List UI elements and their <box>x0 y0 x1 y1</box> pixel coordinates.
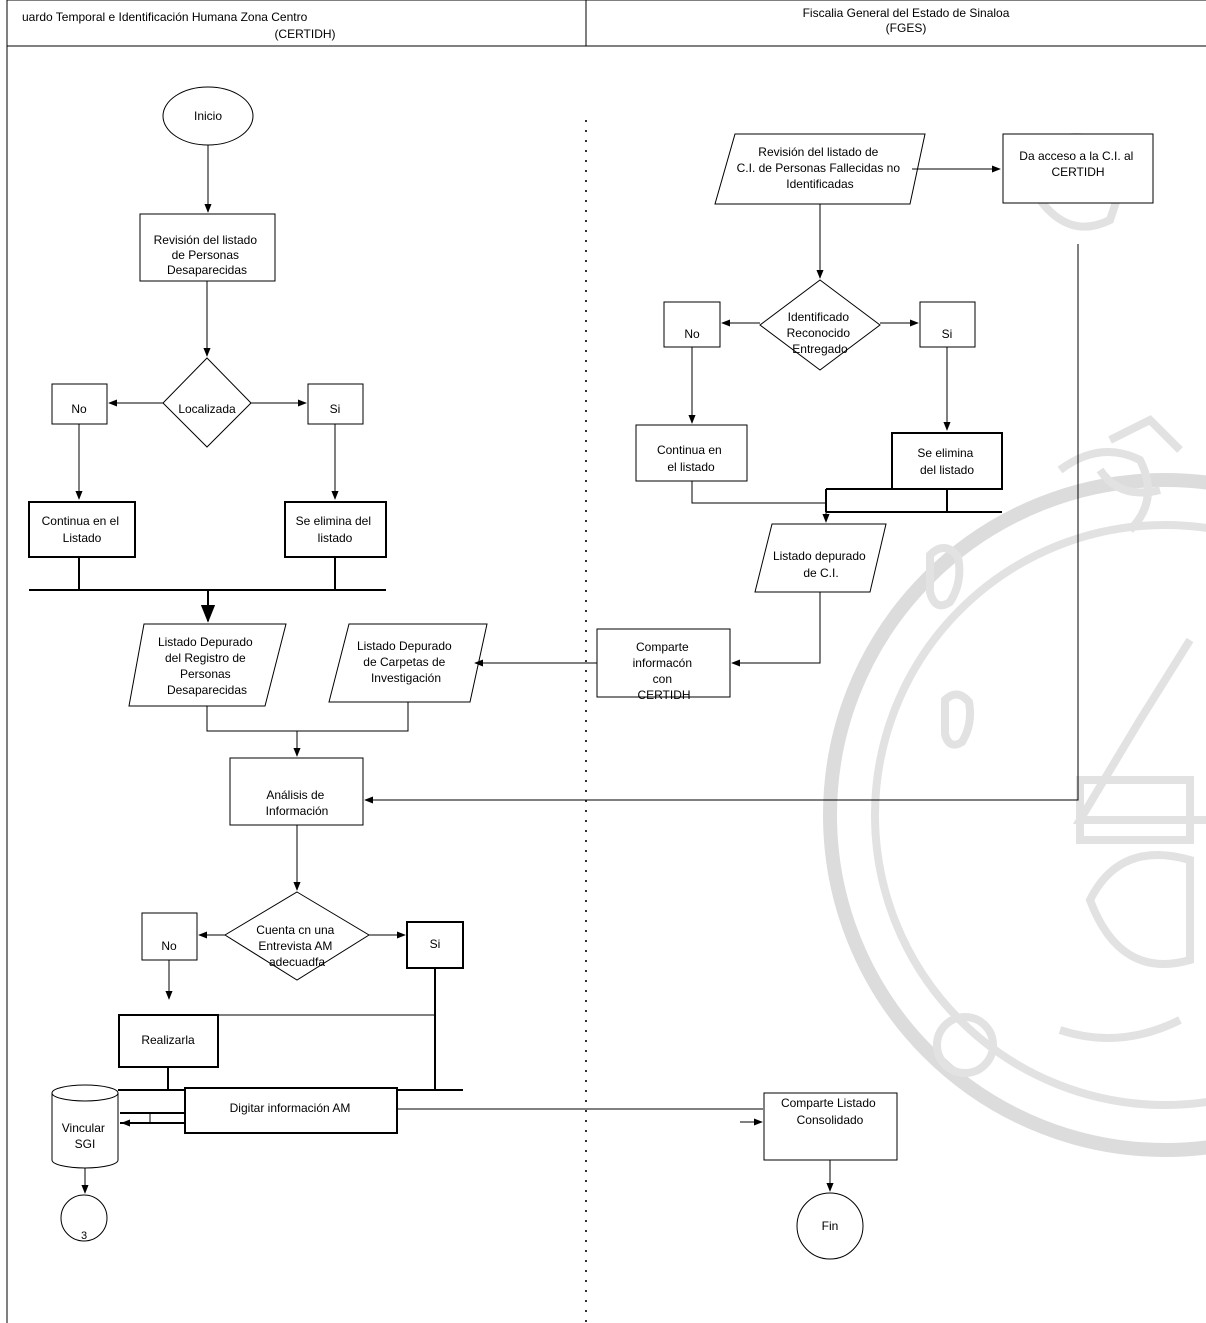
process-comparte-consolidado[interactable] <box>763 1092 898 1161</box>
process-digitar-informacion-am-label: Digitar información AM <box>230 1101 351 1115</box>
process-continua-el-listado-label: Continua en el listado <box>657 443 725 474</box>
database-vincular-sgi-label: Vincular SGI <box>62 1121 108 1151</box>
process-realizarla-label: Realizarla <box>141 1033 195 1047</box>
box-si-localizada[interactable] <box>307 383 364 425</box>
header-right-subtitle: (FGES) <box>886 21 927 35</box>
data-revision-ci-fallecidas[interactable] <box>714 133 926 205</box>
process-elimina-listado-label: Se elimina del listado <box>296 514 375 545</box>
decision-identificado[interactable] <box>759 279 881 371</box>
box-si-localizada-label: Si <box>330 402 341 416</box>
box-no-entrevista[interactable] <box>141 912 198 961</box>
process-analisis-informacion[interactable] <box>229 757 364 826</box>
decision-localizada[interactable] <box>162 357 252 448</box>
process-analisis-informacion-label: Análisis de Información <box>266 788 329 818</box>
end-label: Fin <box>822 1219 839 1233</box>
watermark-seal <box>823 133 1206 1157</box>
process-digitar-informacion-am[interactable] <box>184 1087 398 1134</box>
process-continua-el-listado[interactable] <box>635 424 748 482</box>
header-right-cell <box>585 0 1206 47</box>
box-no-identificado[interactable] <box>663 301 721 348</box>
process-comparte-consolidado-label: Comparte Listado Consolidado <box>781 1096 879 1127</box>
process-se-elimina-del-listado[interactable] <box>891 432 1003 490</box>
data-depurado-registro-label: Listado Depurado del Registro de Persona… <box>158 635 256 697</box>
box-si-identificado-label: Si <box>942 327 953 341</box>
process-revision-desaparecidas-label: Revisión del listado de Personas Desapar… <box>154 233 261 277</box>
data-revision-ci-fallecidas-label: Revisión del listado de C.I. de Personas… <box>737 145 904 191</box>
process-se-elimina-del-listado-label: Se elimina del listado <box>917 446 976 477</box>
process-revision-desaparecidas[interactable] <box>139 213 276 282</box>
header-left-subtitle: (CERTIDH) <box>274 27 335 41</box>
process-comparte-informacion[interactable] <box>596 628 731 698</box>
data-depurado-registro[interactable] <box>128 623 287 707</box>
data-listado-depurado-ci-label: Listado depurado de C.I. <box>773 549 869 580</box>
decision-localizada-label: Localizada <box>178 402 236 416</box>
decision-identificado-label: Identificado Reconocido Entregado <box>787 310 854 356</box>
box-si-identificado[interactable] <box>919 301 976 348</box>
decision-entrevista-am[interactable] <box>224 891 370 981</box>
header-right-title: Fiscalia General del Estado de Sinaloa <box>803 6 1010 20</box>
process-continua-listado[interactable] <box>28 501 136 558</box>
process-da-acceso-ci[interactable] <box>1002 133 1154 204</box>
header-left-title: uardo Temporal e Identificación Humana Z… <box>22 10 308 24</box>
offpage-connector-3-label: 3 <box>81 1230 87 1242</box>
start-label: Inicio <box>194 109 222 123</box>
end-terminator[interactable] <box>796 1192 864 1260</box>
offpage-connector-3[interactable] <box>60 1194 108 1242</box>
box-no-entrevista-label: No <box>161 939 177 953</box>
process-da-acceso-ci-label: Da acceso a la C.I. al CERTIDH <box>1019 149 1136 179</box>
database-vincular-sgi[interactable] <box>51 1084 119 1169</box>
box-si-entrevista[interactable] <box>406 921 464 969</box>
box-si-entrevista-label: Si <box>430 937 441 951</box>
process-realizarla[interactable] <box>118 1014 219 1068</box>
box-no-identificado-label: No <box>684 327 700 341</box>
data-depurado-carpetas[interactable] <box>328 623 488 703</box>
data-depurado-carpetas-label: Listado Depurado de Carpetas de Investig… <box>357 639 455 685</box>
header-left-cell <box>6 0 587 47</box>
process-elimina-listado[interactable] <box>284 501 387 558</box>
process-continua-listado-label: Continua en el Listado <box>42 514 123 545</box>
decision-entrevista-am-label: Cuenta cn una Entrevista AM adecuadfa <box>256 923 337 969</box>
process-comparte-informacion-label: Comparte informacón con CERTIDH <box>633 640 696 702</box>
box-no-localizada[interactable] <box>51 383 108 425</box>
box-no-localizada-label: No <box>71 402 87 416</box>
data-listado-depurado-ci[interactable] <box>754 523 887 593</box>
